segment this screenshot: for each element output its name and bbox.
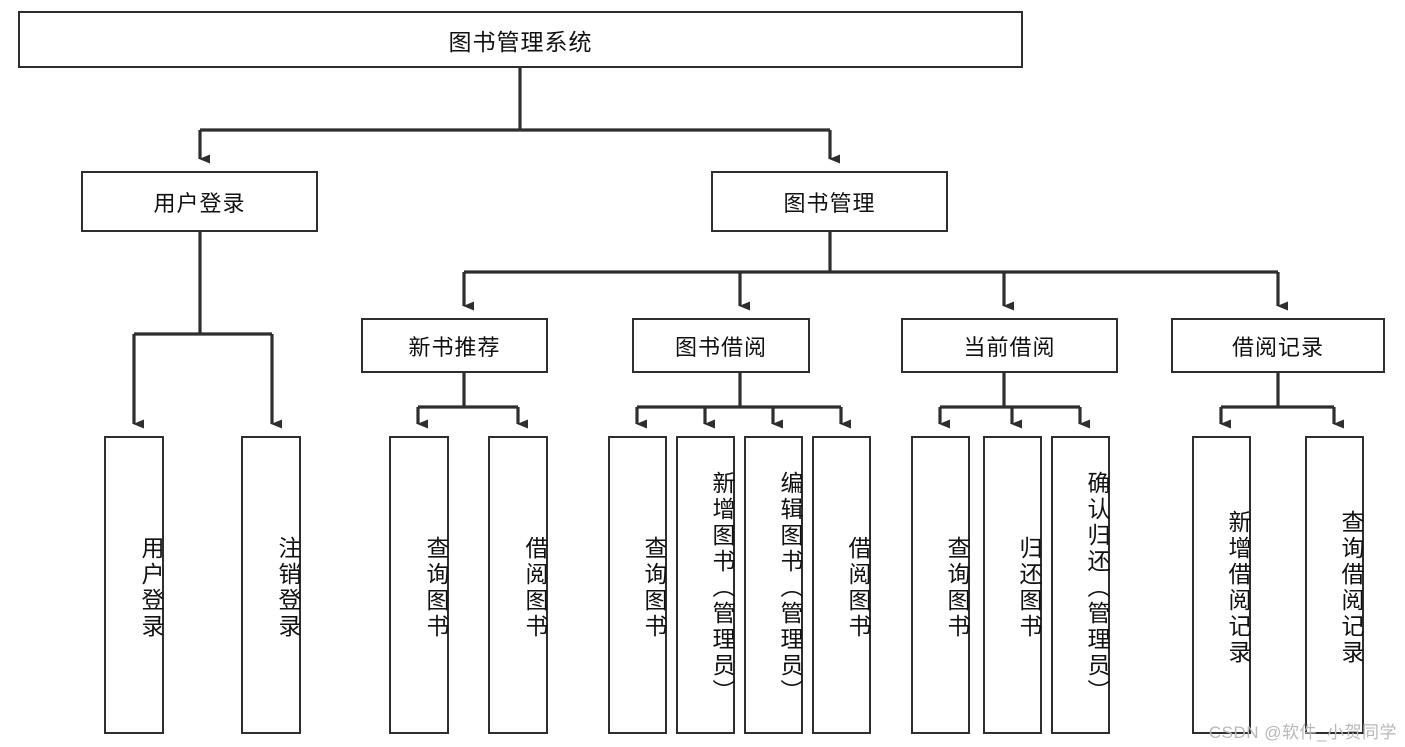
node-leaf-return-book[interactable]: 归还图书	[983, 436, 1042, 734]
node-leaf-query-book-current-label: 查询图书	[944, 536, 970, 640]
node-leaf-query-book-current[interactable]: 查询图书	[911, 436, 970, 734]
node-borrow-record-label: 借阅记录	[1231, 334, 1324, 360]
node-leaf-query-book-borrow-label: 查询图书	[641, 536, 667, 640]
node-leaf-add-book-admin-label: 新增图书（管理员）	[709, 471, 735, 705]
node-leaf-add-borrow-record[interactable]: 新增借阅记录	[1192, 436, 1251, 734]
node-leaf-borrow-book-rec[interactable]: 借阅图书	[488, 436, 548, 734]
node-leaf-user-login[interactable]: 用户登录	[104, 436, 164, 734]
node-leaf-query-book-rec-label: 查询图书	[423, 536, 449, 640]
node-leaf-user-login-label: 用户登录	[138, 536, 164, 640]
node-leaf-query-borrow-record[interactable]: 查询借阅记录	[1305, 436, 1364, 734]
node-book-manage-label: 图书管理	[783, 190, 876, 216]
csdn-watermark: CSDN @软件_小贺同学	[1208, 723, 1397, 742]
node-new-book-rec-label: 新书推荐	[408, 334, 501, 360]
node-current-borrow-label: 当前借阅	[963, 334, 1056, 360]
node-leaf-borrow-book-rec-label: 借阅图书	[522, 536, 548, 640]
node-current-borrow[interactable]: 当前借阅	[901, 318, 1118, 373]
node-root-label: 图书管理系统	[448, 28, 593, 55]
node-user-login-label: 用户登录	[153, 190, 246, 216]
node-leaf-confirm-return-admin-label: 确认归还（管理员）	[1084, 471, 1110, 705]
node-leaf-edit-book-admin[interactable]: 编辑图书（管理员）	[744, 436, 803, 734]
node-leaf-return-book-label: 归还图书	[1016, 536, 1042, 640]
node-new-book-rec[interactable]: 新书推荐	[361, 318, 548, 373]
node-leaf-user-logout[interactable]: 注销登录	[241, 436, 301, 734]
node-book-manage[interactable]: 图书管理	[711, 171, 948, 232]
node-leaf-confirm-return-admin[interactable]: 确认归还（管理员）	[1051, 436, 1110, 734]
node-leaf-add-borrow-record-label: 新增借阅记录	[1225, 510, 1251, 666]
node-user-login[interactable]: 用户登录	[81, 171, 318, 232]
node-book-borrow[interactable]: 图书借阅	[632, 318, 810, 373]
node-leaf-query-book-rec[interactable]: 查询图书	[389, 436, 449, 734]
node-leaf-borrow-book-label: 借阅图书	[845, 536, 871, 640]
node-leaf-borrow-book[interactable]: 借阅图书	[812, 436, 871, 734]
node-leaf-user-logout-label: 注销登录	[275, 536, 301, 640]
node-leaf-query-book-borrow[interactable]: 查询图书	[608, 436, 667, 734]
node-leaf-edit-book-admin-label: 编辑图书（管理员）	[777, 471, 803, 705]
node-leaf-query-borrow-record-label: 查询借阅记录	[1338, 510, 1364, 666]
node-book-borrow-label: 图书借阅	[674, 334, 767, 360]
node-leaf-add-book-admin[interactable]: 新增图书（管理员）	[676, 436, 735, 734]
node-root[interactable]: 图书管理系统	[18, 11, 1023, 68]
node-borrow-record[interactable]: 借阅记录	[1171, 318, 1385, 373]
